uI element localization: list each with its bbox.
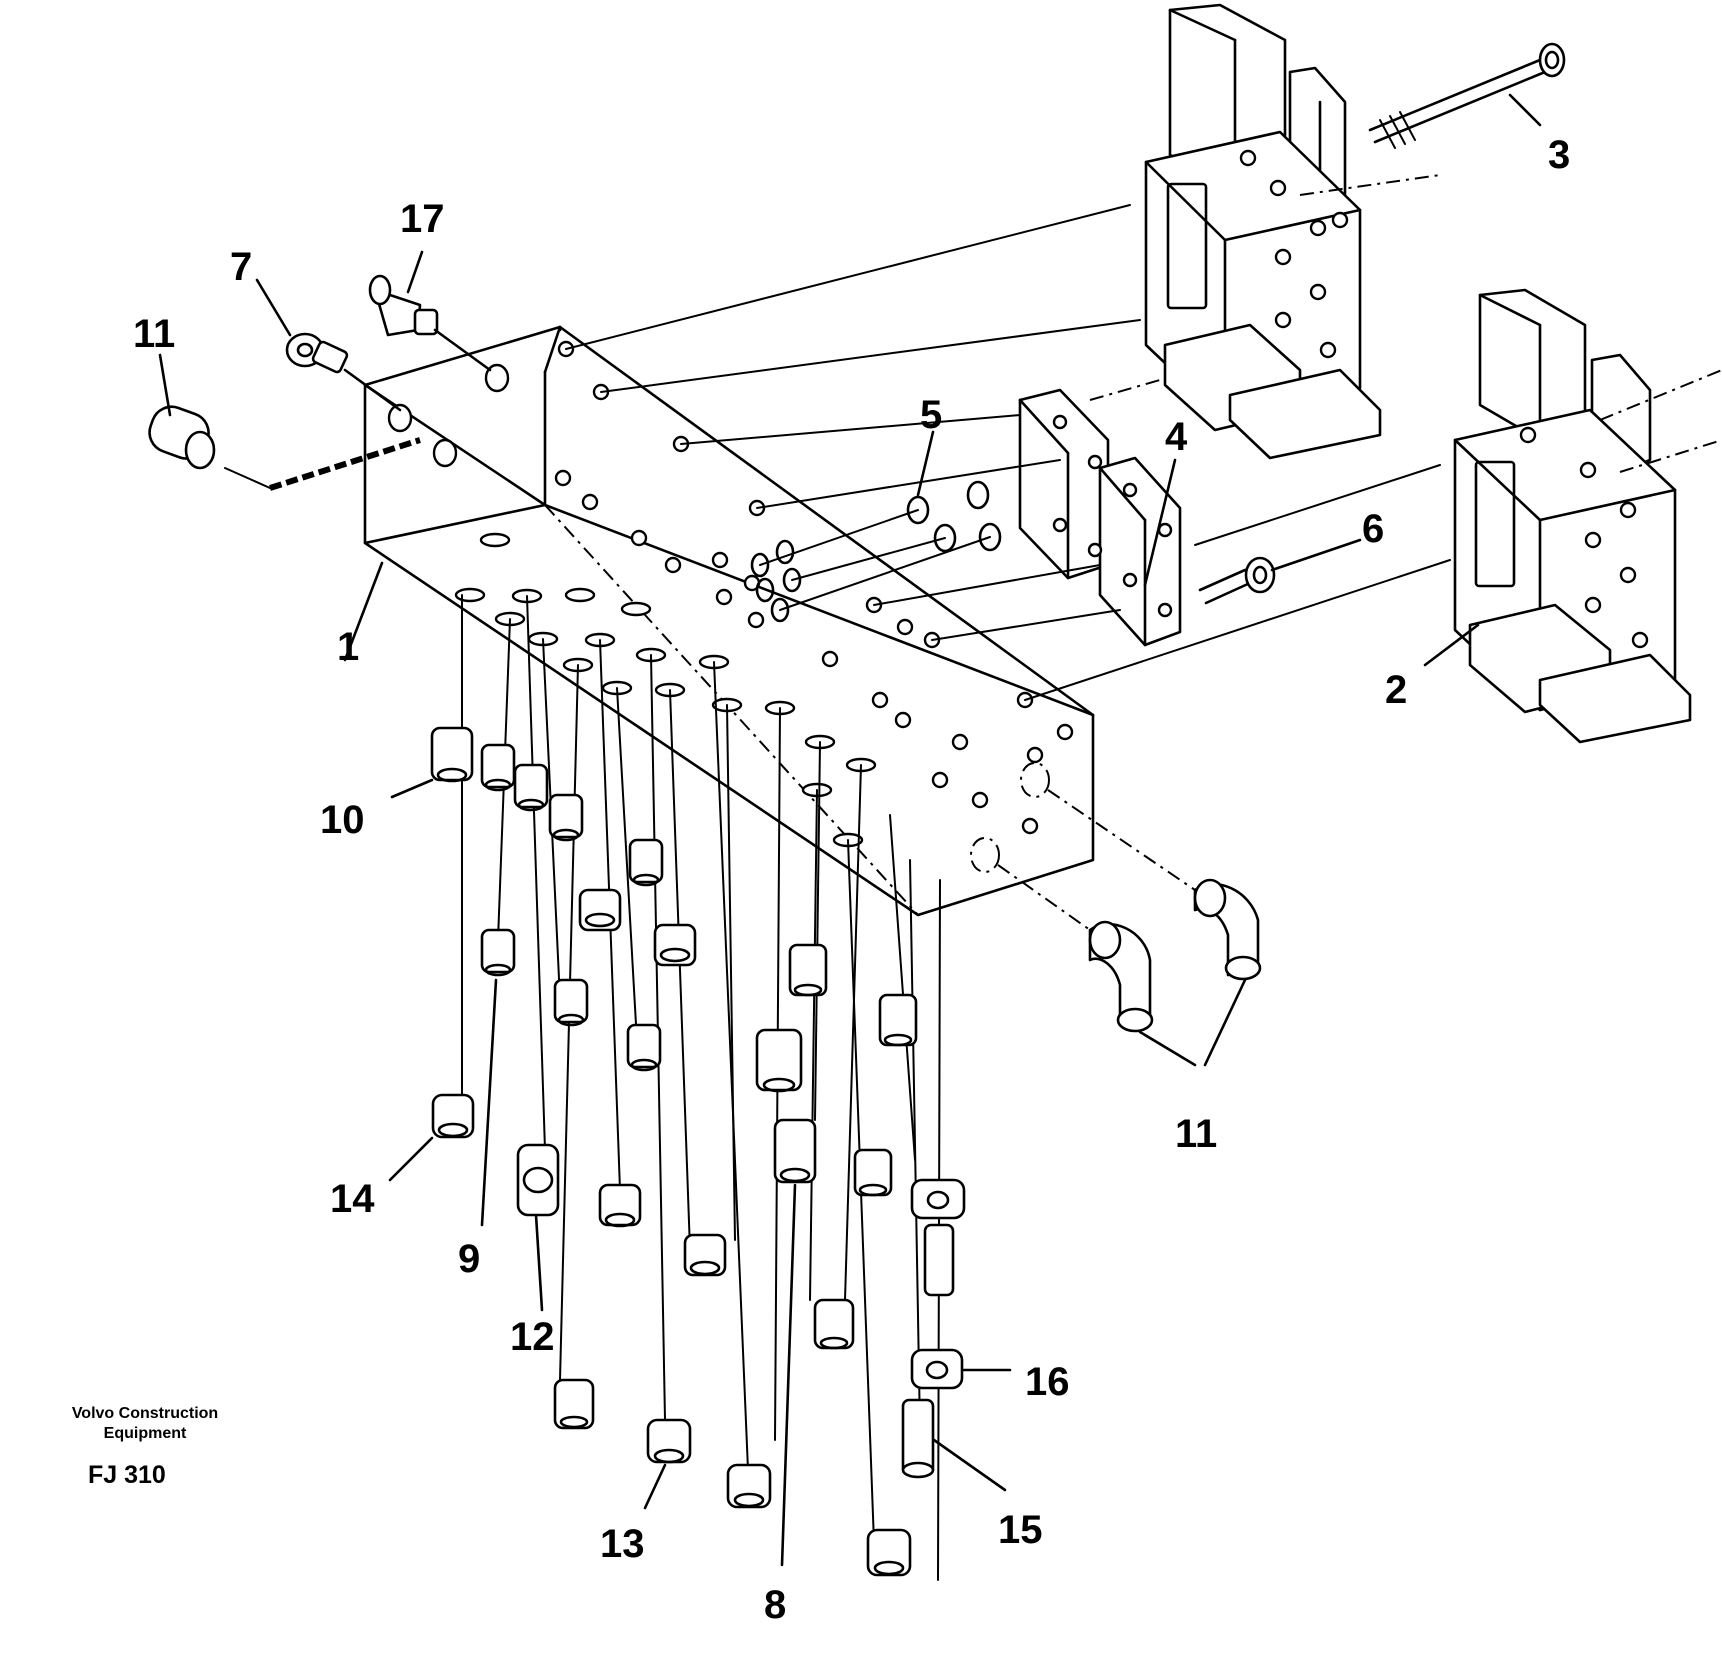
callout-2: 2 xyxy=(1385,668,1407,712)
pin-15 xyxy=(901,1398,935,1479)
block-top-holes xyxy=(387,363,510,468)
callout-15: 15 xyxy=(998,1508,1043,1552)
callout-5: 5 xyxy=(920,393,942,437)
callout-11-bottom: 11 xyxy=(1175,1112,1217,1156)
solenoid-valve-upper xyxy=(1144,3,1382,460)
block-side-holes xyxy=(554,340,1074,835)
plug-10 xyxy=(430,726,474,783)
leader-lines xyxy=(158,93,1542,1567)
plug-14 xyxy=(431,1093,475,1139)
plug-fittings xyxy=(430,726,966,1577)
company-caption: Volvo Construction Equipment xyxy=(40,1404,250,1444)
callout-13: 13 xyxy=(600,1522,645,1566)
cover-plates xyxy=(1018,388,1182,647)
callout-10: 10 xyxy=(320,798,365,842)
callout-8: 8 xyxy=(764,1583,786,1627)
long-bolt xyxy=(1368,42,1566,149)
explode-lines xyxy=(461,174,1722,1581)
nut-upper xyxy=(910,1178,966,1220)
callout-1: 1 xyxy=(337,625,359,669)
callout-12: 12 xyxy=(510,1315,555,1359)
block-bottom-holes xyxy=(454,532,877,848)
callouts: 1 2 3 4 5 6 7 8 9 10 11 11 12 13 14 15 1… xyxy=(133,133,1570,1627)
solenoid-valve-lower xyxy=(1453,288,1692,744)
top-fittings xyxy=(148,274,492,491)
company-name-line-1: Volvo Construction xyxy=(71,1405,219,1422)
plug-13 xyxy=(646,1418,692,1464)
nut-16 xyxy=(910,1348,964,1390)
callout-3: 3 xyxy=(1548,133,1570,177)
drawing-code: FJ 310 xyxy=(88,1461,166,1489)
callout-9: 9 xyxy=(458,1237,480,1281)
callout-14: 14 xyxy=(330,1177,375,1221)
valve-block xyxy=(363,325,1095,917)
callout-16: 16 xyxy=(1025,1360,1070,1404)
seal-rings xyxy=(750,480,1002,623)
elbow-fittings xyxy=(970,762,1262,1033)
plug-12 xyxy=(516,1143,560,1217)
callout-7: 7 xyxy=(230,245,252,289)
company-name-line-2: Equipment xyxy=(103,1425,187,1442)
callout-11-top: 11 xyxy=(133,312,175,356)
callout-17: 17 xyxy=(400,197,445,241)
callout-4: 4 xyxy=(1165,415,1188,459)
short-bolt xyxy=(1198,556,1276,605)
plug-13a xyxy=(553,1378,595,1430)
callout-6: 6 xyxy=(1362,507,1384,551)
